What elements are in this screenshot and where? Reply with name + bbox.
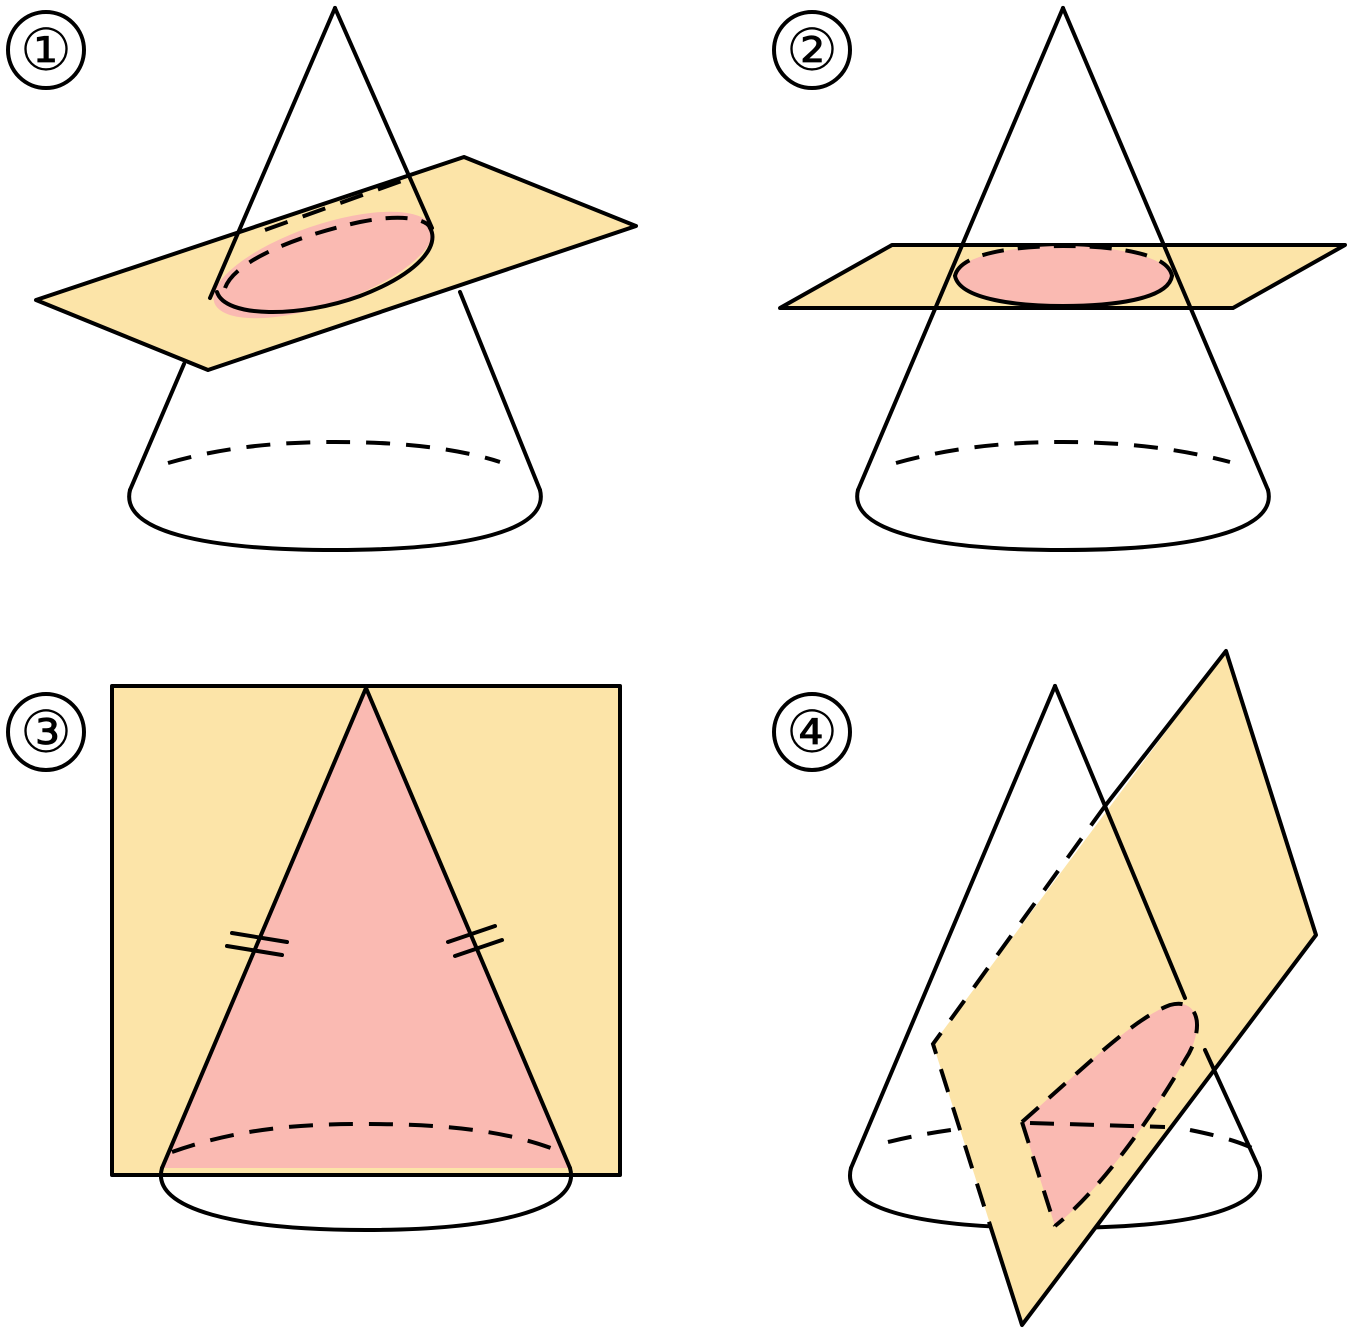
panel-4-cone-right-lower: [1203, 1048, 1261, 1170]
panel-4-label: ④: [772, 692, 852, 772]
panel-1-hidden-trace: [264, 176, 411, 232]
panel-1-cone-right-upper: [333, 6, 434, 230]
panel-4-section-parabola: [1022, 1003, 1197, 1226]
panel-2-cone-right: [1061, 6, 1270, 492]
panel-1-cone-left-upper: [208, 6, 337, 300]
panel-1-cone-left-lower: [128, 362, 186, 492]
panel-3-equal-ticks-left: [225, 931, 289, 957]
panel-2-base-front: [855, 488, 1271, 552]
panel-3-equal-ticks-right: [446, 924, 504, 958]
panel-3-cone-left: [160, 686, 368, 1170]
panel-2: ②: [772, 6, 1347, 552]
panel-3-base-back: [171, 1121, 557, 1154]
panel-2-section-circle: [955, 246, 1171, 306]
panel-4-chord: [1020, 1121, 1057, 1227]
panel-4: ④: [772, 649, 1318, 1327]
panel-2-ellipse-front: [953, 274, 1174, 308]
panel-1-base-front: [127, 488, 543, 552]
panel-1-base-back: [167, 439, 501, 465]
panel-3-base-front: [158, 1166, 574, 1232]
panel-1-ellipse-front: [215, 226, 435, 315]
panel-2-cone-left: [856, 6, 1065, 492]
panel-3-cone-right: [364, 686, 572, 1170]
panel-1-cone: [127, 290, 543, 552]
panel-4-plane-outline-hidden: [930, 804, 1107, 1226]
panel-1-section-ellipse: [213, 211, 433, 319]
panel-4-cone-right-upper: [1053, 684, 1187, 1000]
panel-2-label: ②: [772, 10, 852, 90]
panel-4-parabola-outline: [1020, 1001, 1199, 1228]
panel-3-label: ③: [6, 692, 86, 772]
panel-4-base-back-middle: [1029, 1121, 1166, 1129]
panel-2-number: ②: [786, 16, 838, 84]
panel-1: ①: [6, 6, 638, 552]
panel-4-cone-left: [849, 684, 1057, 1170]
panel-1-cone-right-lower: [458, 290, 542, 492]
panel-4-plane: [933, 651, 1316, 1325]
panel-2-base-back: [895, 439, 1231, 465]
panel-2-ellipse-back: [953, 243, 1174, 277]
panel-4-plane-outline-visible: [988, 649, 1318, 1327]
panel-4-number: ④: [786, 698, 838, 766]
panel-1-label: ①: [6, 10, 86, 90]
panel-3-number: ③: [20, 698, 72, 766]
panel-3: ③: [6, 684, 622, 1232]
panel-1-number: ①: [20, 16, 72, 84]
panel-3-section-triangle: [162, 688, 570, 1168]
